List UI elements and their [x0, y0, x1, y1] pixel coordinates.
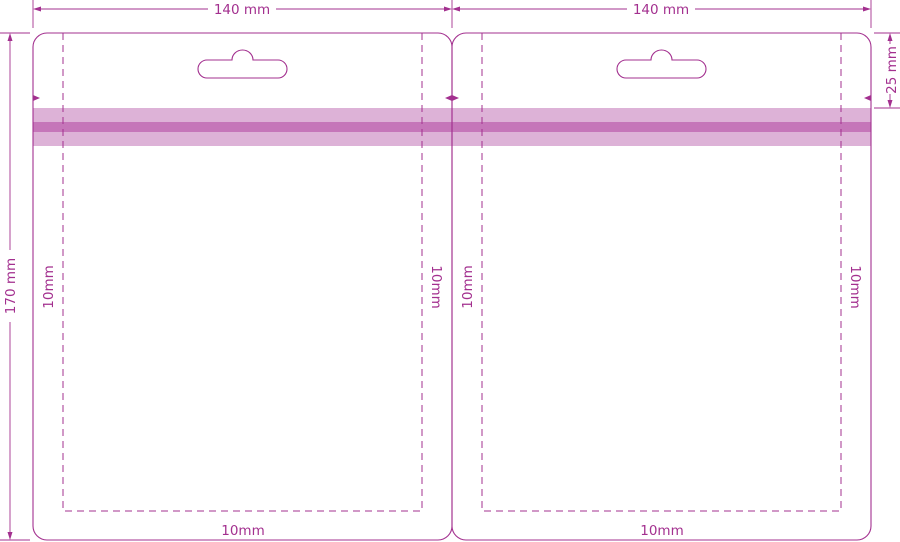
dimension-height: 170 mm: [0, 32, 30, 541]
left-bag-right-margin-label: 10mm: [428, 265, 444, 308]
right-bag-right-margin-label: 10mm: [847, 265, 863, 308]
dimension-width-right: 140 mm: [452, 0, 872, 28]
notch-left-edge: [33, 95, 40, 101]
dimension-width-left: 140 mm: [32, 0, 453, 28]
right-hang-hole: [616, 49, 707, 79]
dimension-zipper-offset: 25 mm: [874, 32, 900, 109]
height-label: 170 mm: [3, 258, 19, 314]
width-right-label: 140 mm: [633, 2, 689, 18]
zipper-offset-label: 25 mm: [884, 46, 900, 94]
right-bag-left-margin-label: 10mm: [460, 265, 476, 308]
right-bag-outline: [451, 32, 872, 541]
width-left-label: 140 mm: [214, 2, 270, 18]
notch-right-edge: [864, 95, 871, 101]
left-bag-bottom-margin-label: 10mm: [221, 523, 264, 539]
notch-center: [445, 95, 459, 101]
right-bag-bottom-margin-label: 10mm: [640, 523, 683, 539]
left-hang-hole: [197, 49, 288, 79]
right-bag-safe-area: [481, 33, 842, 512]
left-bag-left-margin-label: 10mm: [41, 265, 57, 308]
left-bag-safe-area: [62, 33, 423, 512]
